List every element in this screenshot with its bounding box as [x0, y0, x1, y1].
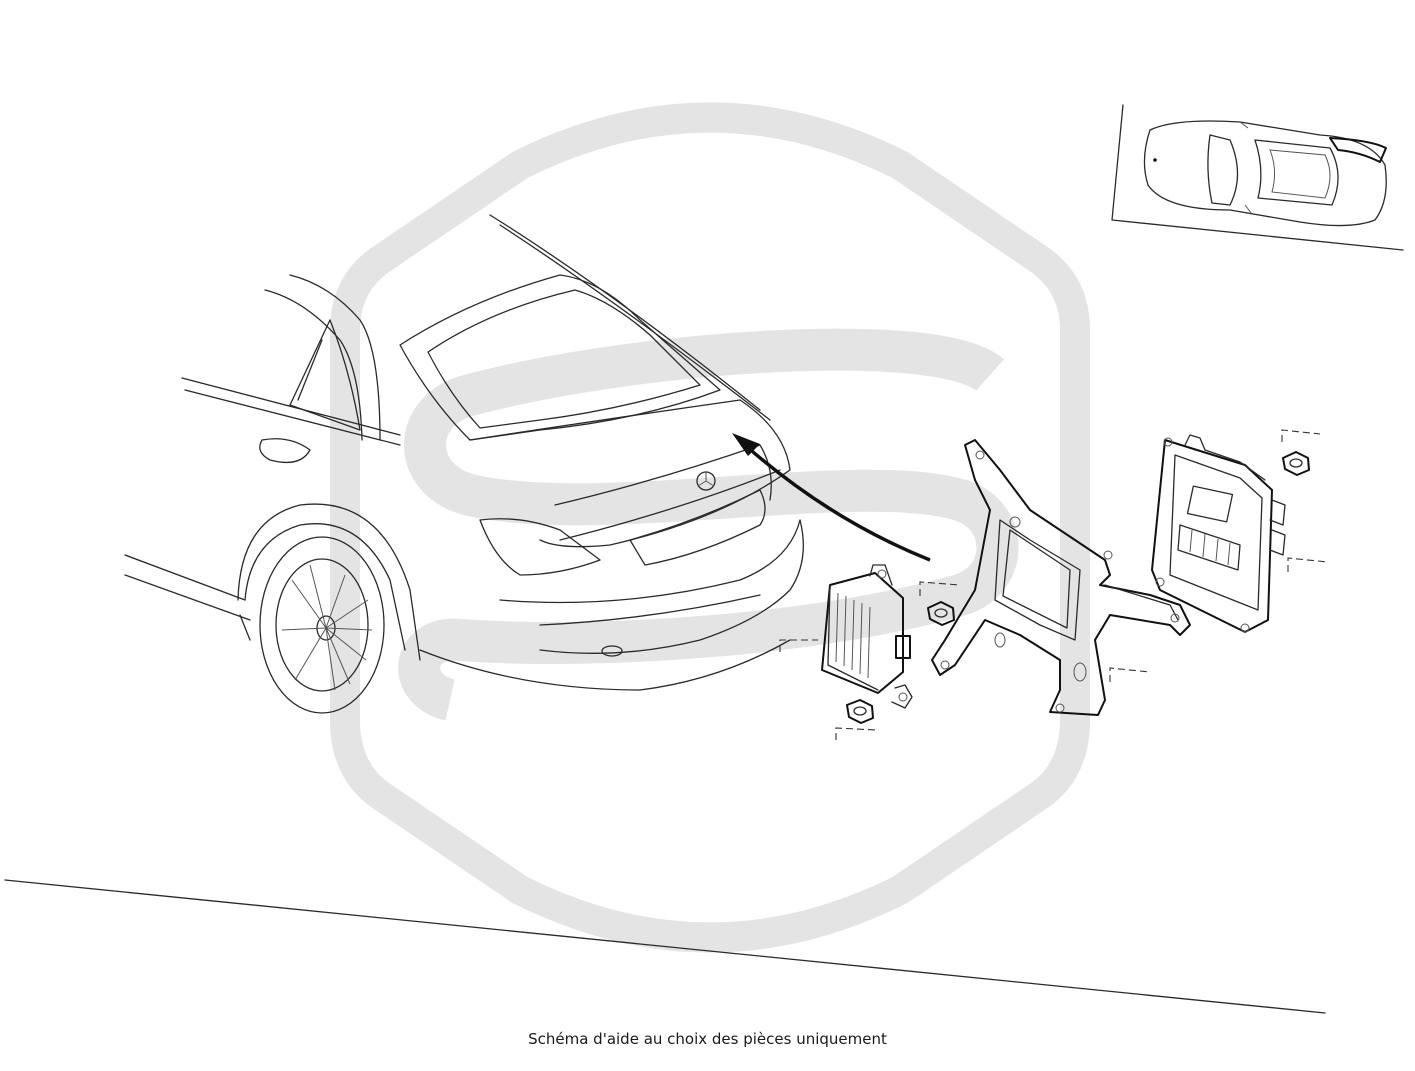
location-arrow: [732, 433, 931, 562]
car-rear-view: [124, 214, 804, 714]
locator-car-top-view: [1111, 104, 1404, 251]
nut-middle: [927, 601, 955, 626]
ground-line: [4, 879, 1326, 1014]
nut-lower: [846, 699, 874, 724]
watermark-logo: [330, 102, 1090, 953]
diagram-caption: Schéma d'aide au choix des pièces unique…: [528, 1030, 887, 1048]
mounting-bracket: [931, 439, 1191, 716]
nut-right: [1282, 451, 1310, 476]
callout-placeholders: [779, 429, 1329, 740]
control-module-small: [821, 564, 913, 709]
control-unit-large: [1151, 434, 1286, 633]
